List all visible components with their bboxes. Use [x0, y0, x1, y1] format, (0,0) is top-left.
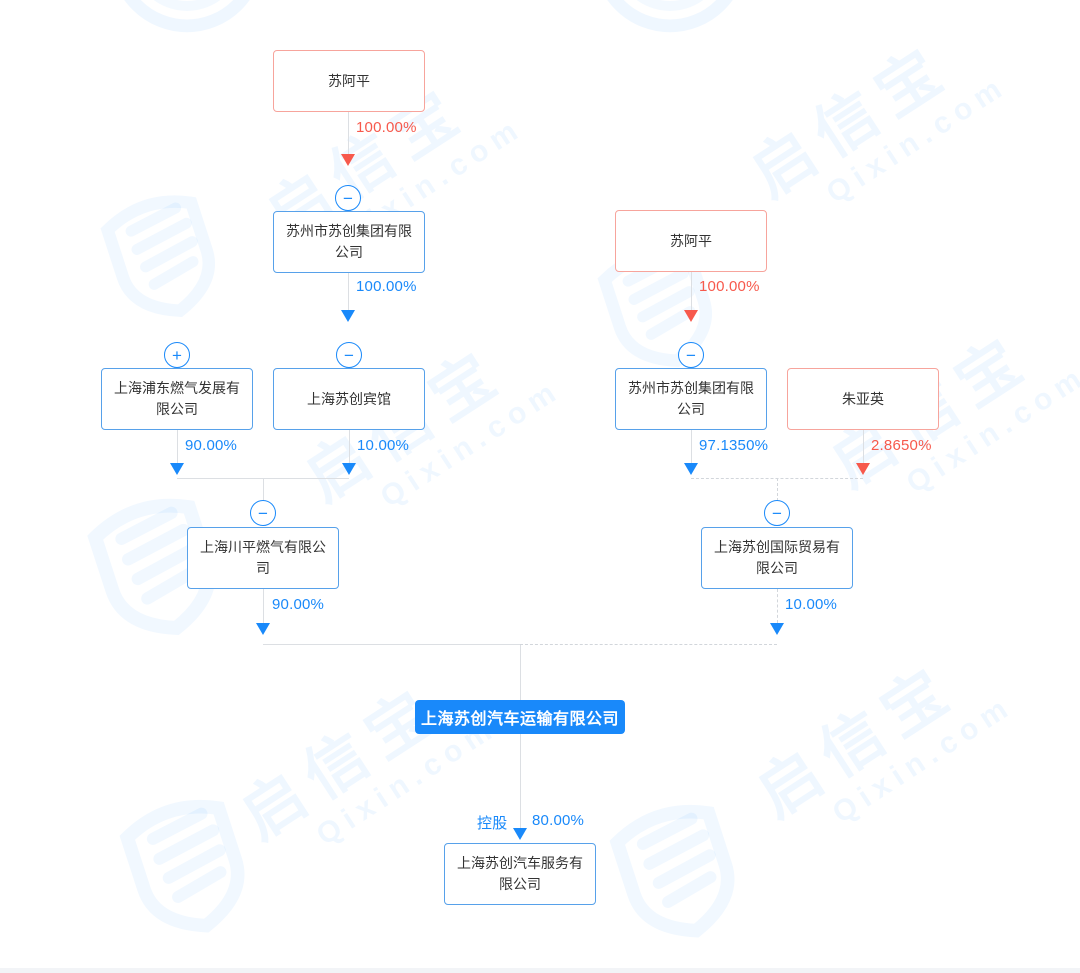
connector-line-dashed — [520, 644, 777, 645]
arrow-down-icon — [341, 310, 355, 322]
watermark-brand-name: 启信宝 — [229, 673, 454, 853]
connector-line — [263, 644, 520, 645]
watermark-domain: Qixin.com — [820, 68, 1014, 210]
connector-line — [177, 430, 178, 463]
node-person-su-a-ping-left[interactable]: 苏阿平 — [273, 50, 425, 112]
arrow-down-icon — [770, 623, 784, 635]
qixin-shield-watermark-icon — [585, 775, 765, 955]
connector-line — [691, 272, 692, 310]
shareholding-percent: 100.00% — [356, 278, 417, 295]
qixin-logo-watermark-icon — [585, 0, 755, 40]
holding-relation-label: 控股 — [477, 815, 508, 832]
connector-line — [263, 589, 264, 623]
qixin-watermark-text: 启信宝 Qixin.com — [730, 0, 1014, 239]
connector-line — [348, 273, 349, 311]
node-person-su-a-ping-right[interactable]: 苏阿平 — [615, 210, 767, 272]
shareholding-percent: 10.00% — [357, 437, 410, 454]
arrow-down-icon — [684, 463, 698, 475]
connector-line — [263, 478, 264, 501]
qixin-shield-watermark-icon — [78, 168, 243, 333]
connector-line — [863, 430, 864, 463]
arrow-down-icon — [341, 154, 355, 166]
qixin-shield-watermark-icon — [95, 770, 275, 950]
watermark-domain: Qixin.com — [826, 688, 1020, 830]
node-company-chuanping-gas[interactable]: 上海川平燃气有限公司 — [187, 527, 339, 589]
node-company-suzhou-suchuang-group-right[interactable]: 苏州市苏创集团有限公司 — [615, 368, 767, 430]
connector-line — [349, 430, 350, 463]
qixin-logo-watermark-icon — [102, 0, 272, 40]
collapse-badge[interactable]: − — [678, 342, 704, 368]
shareholding-percent: 10.00% — [785, 596, 838, 613]
connector-line-dashed — [777, 478, 778, 501]
node-company-pudong-gas[interactable]: 上海浦东燃气发展有限公司 — [101, 368, 253, 430]
collapse-badge[interactable]: − — [764, 500, 790, 526]
shareholding-percent: 90.00% — [272, 596, 325, 613]
node-company-intl-trade[interactable]: 上海苏创国际贸易有限公司 — [701, 527, 853, 589]
node-person-zhu-yaying[interactable]: 朱亚英 — [787, 368, 939, 430]
page-bottom-edge — [0, 968, 1080, 973]
node-company-auto-service[interactable]: 上海苏创汽车服务有限公司 — [444, 843, 596, 905]
node-company-suzhou-suchuang-group-left[interactable]: 苏州市苏创集团有限公司 — [273, 211, 425, 273]
connector-line — [520, 644, 521, 700]
qixin-watermark-text: 启信宝 Qixin.com — [736, 617, 1020, 859]
watermark-brand-name: 启信宝 — [739, 31, 964, 211]
expand-badge[interactable]: + — [164, 342, 190, 368]
arrow-down-icon — [256, 623, 270, 635]
connector-line — [691, 430, 692, 463]
shareholding-percent: 80.00% — [532, 812, 585, 829]
collapse-badge[interactable]: − — [336, 342, 362, 368]
collapse-badge[interactable]: − — [250, 500, 276, 526]
connector-line-dashed — [777, 589, 778, 623]
watermark-brand-name: 启信宝 — [745, 651, 970, 831]
arrow-down-icon — [170, 463, 184, 475]
collapse-badge[interactable]: − — [335, 185, 361, 211]
connector-line — [348, 112, 349, 156]
arrow-down-icon — [856, 463, 870, 475]
shareholding-percent: 2.8650% — [871, 437, 932, 454]
arrow-down-icon — [513, 828, 527, 840]
node-company-suchuang-hotel[interactable]: 上海苏创宾馆 — [273, 368, 425, 430]
shareholding-percent: 90.00% — [185, 437, 238, 454]
arrow-down-icon — [342, 463, 356, 475]
arrow-down-icon — [684, 310, 698, 322]
shareholding-percent: 100.00% — [356, 119, 417, 136]
node-target-company-auto-transport[interactable]: 上海苏创汽车运输有限公司 — [415, 700, 625, 734]
connector-line — [520, 734, 521, 828]
shareholding-percent: 100.00% — [699, 278, 760, 295]
shareholding-percent: 97.1350% — [699, 437, 769, 454]
